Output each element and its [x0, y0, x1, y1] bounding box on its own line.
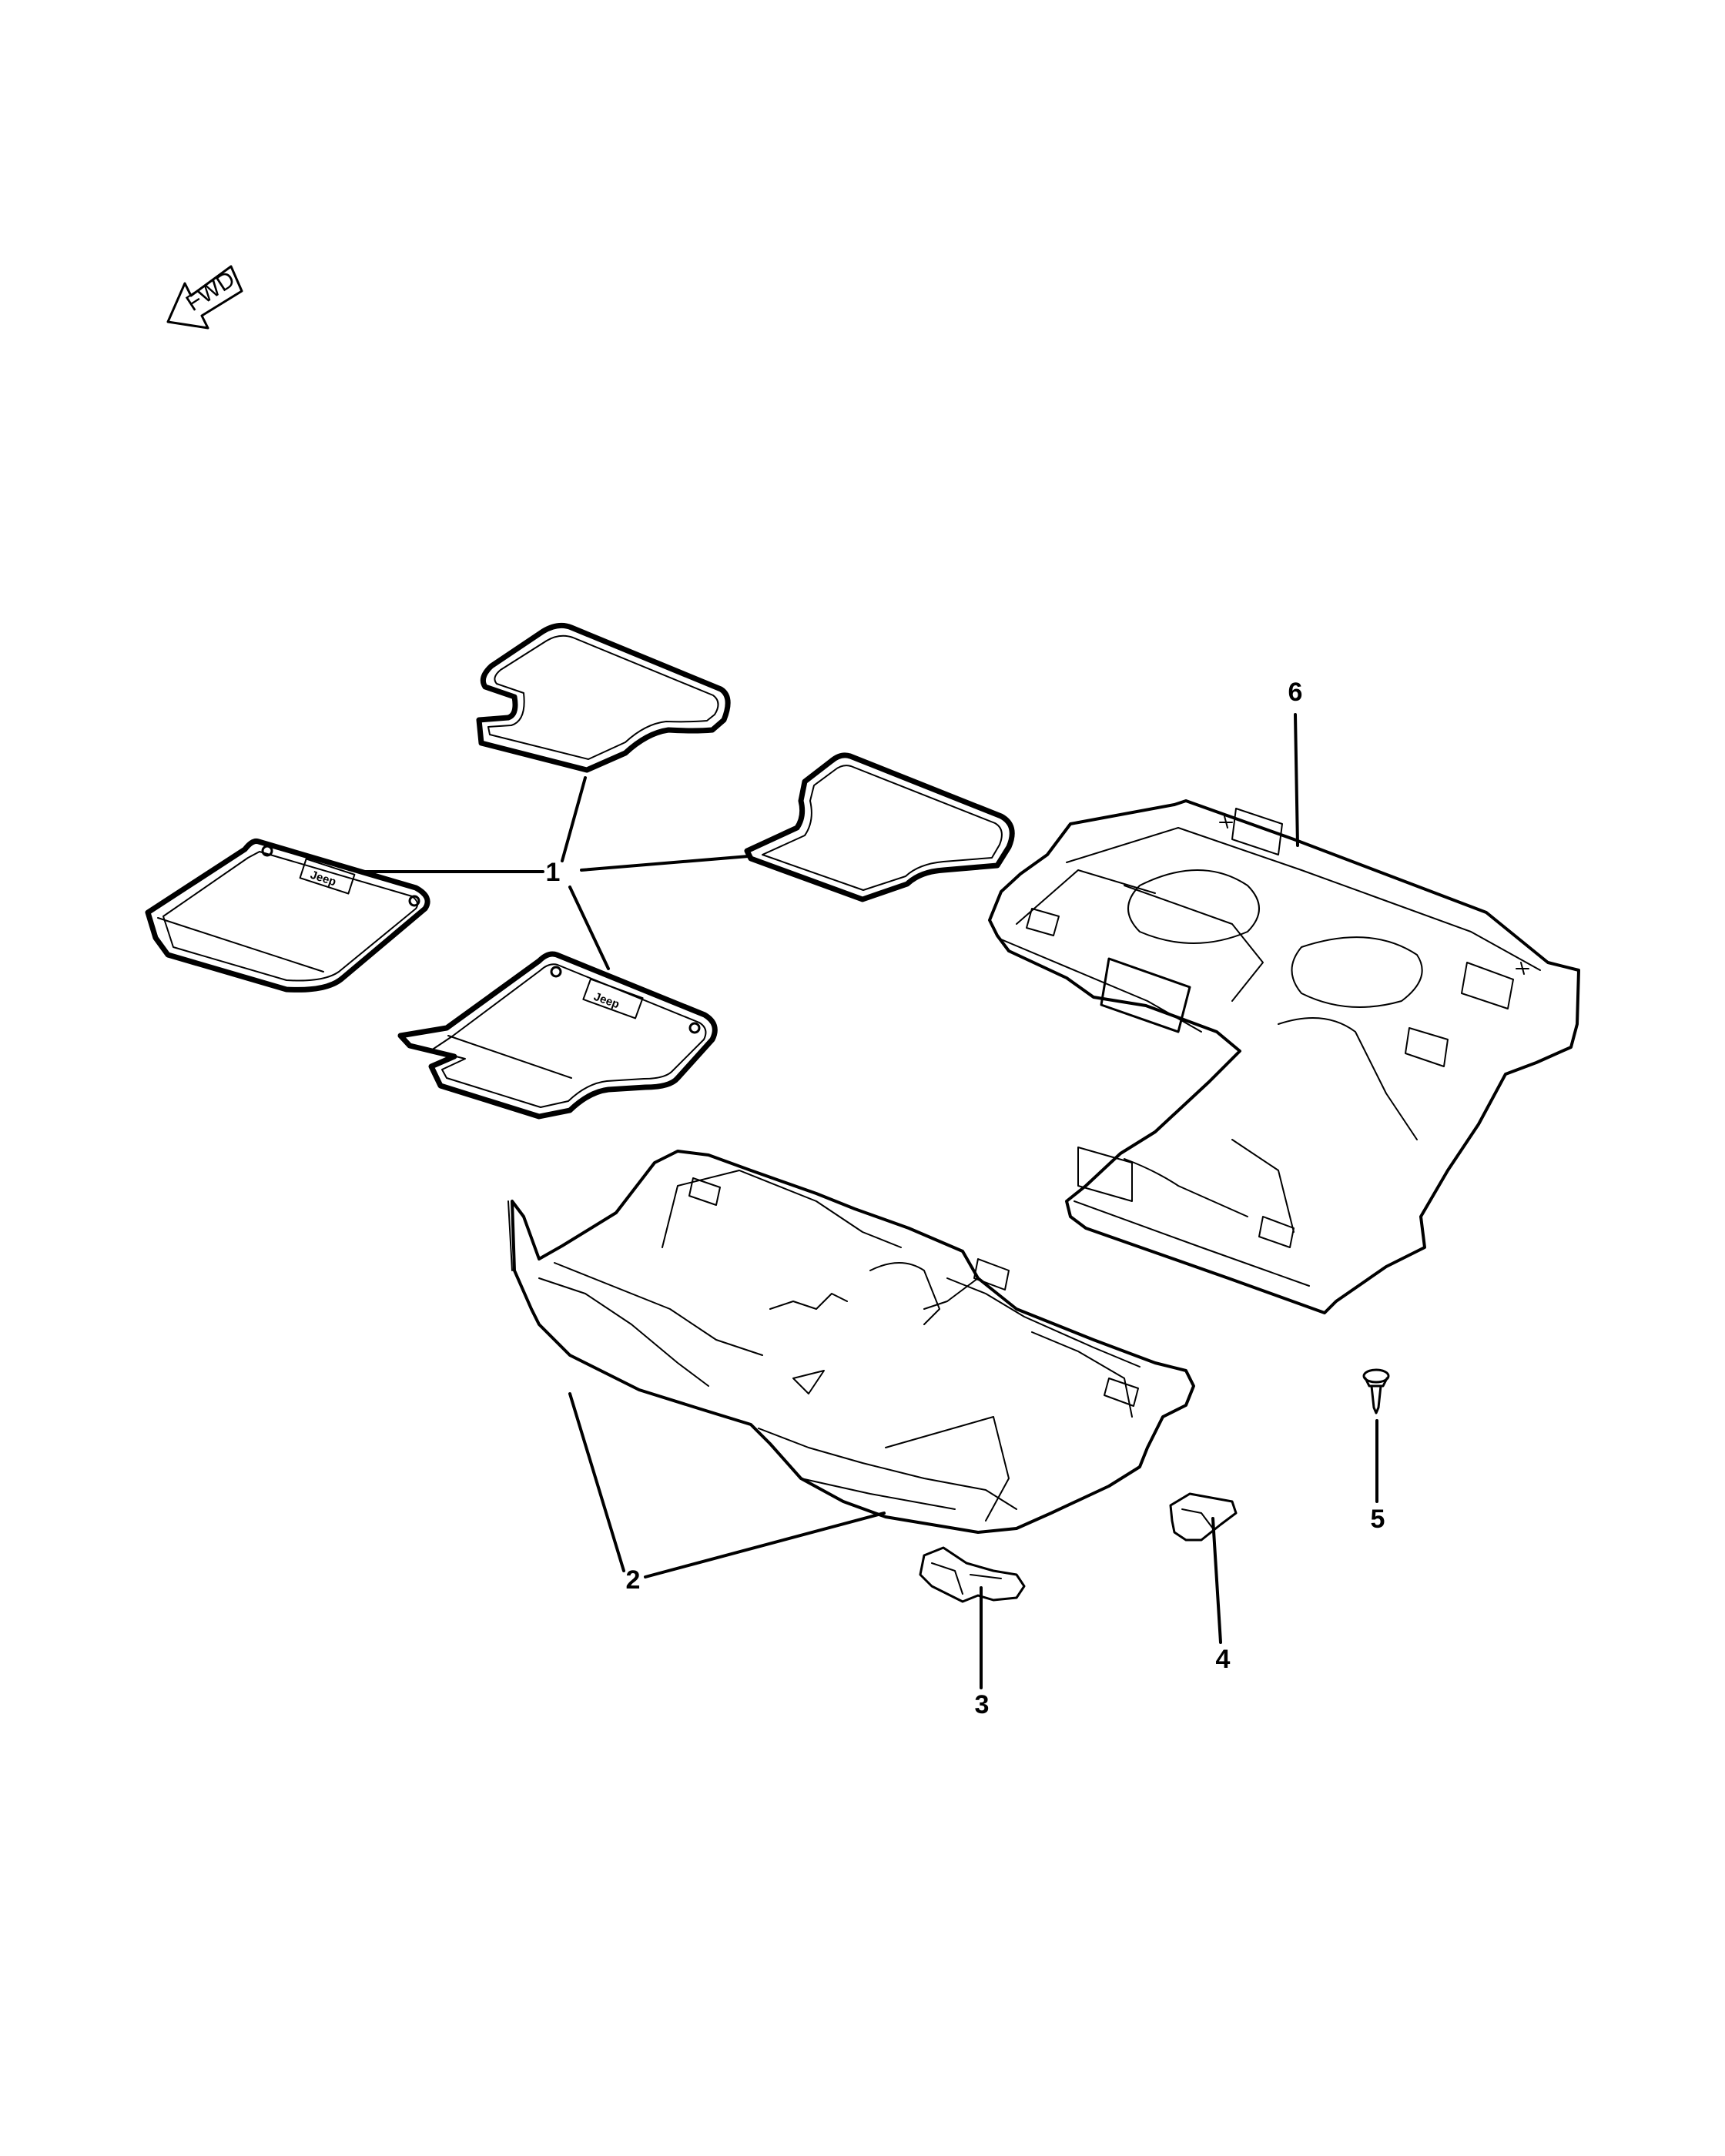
leader-lines — [360, 713, 1378, 1689]
rear-carpet — [988, 799, 1580, 1314]
callout-6: 6 — [1288, 678, 1303, 707]
forward-arrow-icon: FWD — [166, 265, 243, 330]
floor-mat-front-left: Jeep — [397, 951, 718, 1120]
part-3-clip — [919, 1546, 1026, 1603]
floor-mat-front-right — [744, 752, 1015, 902]
floor-mat-rear-right — [476, 622, 731, 773]
callout-3: 3 — [975, 1690, 990, 1719]
callout-2: 2 — [626, 1565, 641, 1595]
part-4-retainer — [1169, 1492, 1238, 1542]
front-carpet — [507, 1150, 1195, 1534]
callout-5: 5 — [1371, 1505, 1385, 1534]
fwd-label: FWD — [182, 266, 239, 316]
floor-mat-rear-left: Jeep — [145, 839, 430, 993]
callout-1: 1 — [546, 858, 561, 887]
callout-4: 4 — [1216, 1645, 1231, 1674]
part-5-screw-icon — [1362, 1368, 1390, 1414]
